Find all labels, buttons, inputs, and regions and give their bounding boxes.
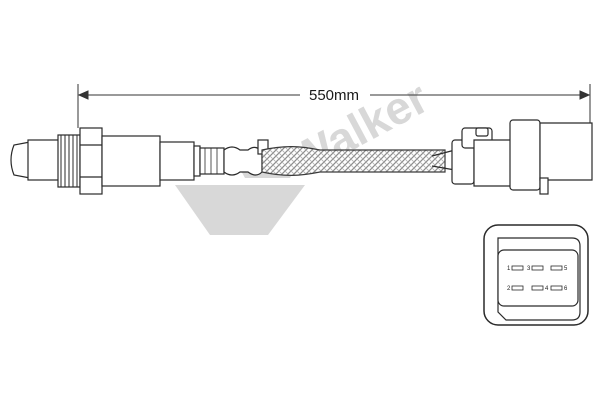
pin-contact [531,265,544,271]
sensor-body [10,127,269,195]
braided-harness [261,146,456,176]
pin-contact [550,265,563,271]
dimension-line [77,84,591,128]
arrow-left-icon [77,90,89,100]
pin-label-3: 3 [527,266,531,272]
pin-contact [531,285,544,291]
pin-label-2: 2 [507,286,511,292]
pin-label-5: 5 [564,266,568,272]
pin-contact [511,265,524,271]
connector-side-view [451,119,593,195]
pin-label-1: 1 [507,266,511,272]
connector-face-detail: 1 3 5 2 4 6 [483,224,589,326]
arrow-right-icon [579,90,591,100]
dimension-label: 550mm [309,87,359,104]
pin-label-4: 4 [545,286,549,292]
pin-contact [511,285,524,291]
pin-label-6: 6 [564,286,568,292]
pin-contact [550,285,563,291]
